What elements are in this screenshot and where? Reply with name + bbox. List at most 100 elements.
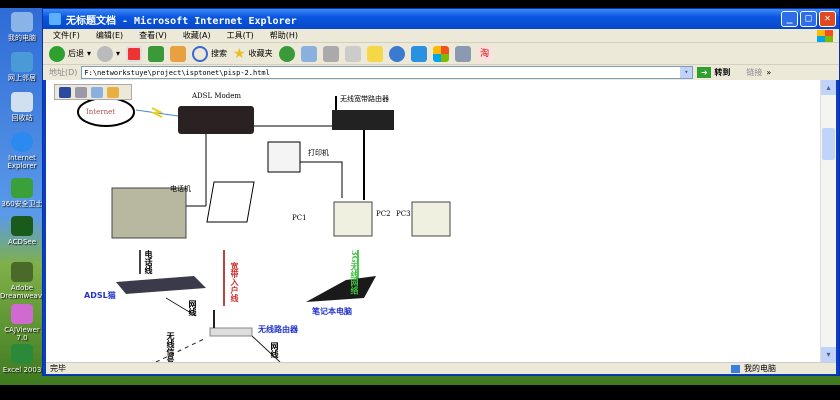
phone-image — [111, 187, 187, 239]
desktop-icon-cajviewer[interactable]: CAJViewer 7.0 — [0, 304, 44, 342]
menu-view[interactable]: 查看(V) — [139, 31, 167, 40]
laptop-label: 笔记本电脑 — [312, 307, 352, 316]
forward-button[interactable]: ▾ — [97, 45, 120, 62]
chevron-down-icon[interactable]: ▾ — [680, 67, 693, 78]
research-icon[interactable] — [454, 45, 471, 62]
wireless-router-image — [209, 327, 253, 337]
address-value: F:\networkstuye\project\isptonet\pisp-2.… — [84, 68, 270, 77]
back-button[interactable]: 后退 ▾ — [49, 45, 91, 62]
signal-label: 无线信号 — [166, 332, 176, 362]
close-button[interactable]: ✕ — [819, 11, 836, 27]
computer-icon — [731, 364, 740, 373]
phone-label: 电话机 — [170, 185, 191, 193]
adsl-cat-image — [116, 276, 206, 294]
printer-image — [267, 141, 301, 173]
laptop-image — [306, 276, 376, 302]
pc1-label: PC1 — [292, 214, 307, 222]
scroll-up-icon[interactable]: ▴ — [821, 80, 836, 95]
search-button[interactable]: 搜索 — [192, 45, 228, 62]
minimize-button[interactable]: _ — [781, 11, 798, 27]
net-cable-2 — [251, 335, 281, 362]
title-bar[interactable]: 无标题文档 - Microsoft Internet Explorer _ □ … — [43, 9, 839, 29]
internet-label: Internet — [86, 108, 116, 116]
router-label: 无线路由器 — [258, 325, 298, 334]
go-label: 转到 — [714, 68, 731, 77]
folder-icon[interactable] — [107, 86, 119, 98]
lightning-icon — [150, 107, 164, 118]
icon-label: Excel 2003 — [2, 366, 42, 374]
window-title: 无标题文档 - Microsoft Internet Explorer — [66, 15, 297, 27]
wireless-3g-label: 3G无线网络 — [350, 250, 360, 295]
search-icon — [192, 45, 209, 62]
scroll-thumb[interactable] — [822, 128, 835, 160]
net-cable-1-label: 网线 — [188, 300, 198, 316]
vertical-scrollbar[interactable]: ▴ ▾ — [820, 80, 836, 362]
net-cable-1 — [165, 297, 197, 317]
menu-file[interactable]: 文件(F) — [53, 31, 80, 40]
menu-bar: 文件(F) 编辑(E) 查看(V) 收藏(A) 工具(T) 帮助(H) — [43, 29, 839, 43]
windows-logo-icon — [817, 29, 833, 42]
icon-label: ACDSee — [8, 238, 36, 246]
windows-icon[interactable] — [432, 45, 449, 62]
pc2-image — [333, 201, 373, 237]
back-arrow-icon — [49, 45, 65, 62]
status-text: 完毕 — [50, 364, 66, 373]
favorites-button[interactable]: ★收藏夹 — [233, 46, 273, 62]
desktop-icon-excel[interactable]: Excel 2003 — [0, 344, 44, 374]
mail-icon[interactable] — [91, 86, 103, 98]
desktop-icon-network[interactable]: 网上邻居 — [0, 52, 44, 82]
adsl-modem-image — [178, 106, 254, 134]
phone-line-label: 电话线 — [144, 250, 154, 274]
note-icon[interactable] — [366, 45, 383, 62]
mail-icon[interactable] — [300, 45, 317, 62]
security-zone: 我的电脑 — [731, 363, 776, 374]
search-label: 搜索 — [211, 49, 228, 58]
adsl-cat-label: ADSL猫 — [84, 291, 116, 300]
image-toolbar — [54, 84, 132, 100]
desktop-icon-360[interactable]: 360安全卫士 — [0, 178, 44, 208]
refresh-icon[interactable] — [148, 45, 165, 62]
icon-label: Adobe Dreamweaver — [0, 284, 50, 300]
address-input[interactable]: F:\networkstuye\project\isptonet\pisp-2.… — [81, 66, 694, 79]
ie-icon — [49, 13, 61, 25]
messenger-icon[interactable] — [388, 45, 405, 62]
menu-edit[interactable]: 编辑(E) — [95, 31, 124, 40]
desktop-icon-my-computer[interactable]: 我的电脑 — [0, 12, 44, 42]
status-bar: 完毕 我的电脑 — [46, 362, 836, 374]
stop-icon[interactable] — [126, 45, 143, 62]
save-icon[interactable] — [59, 86, 71, 98]
scroll-down-icon[interactable]: ▾ — [821, 347, 836, 362]
pc3-image — [411, 201, 451, 237]
printer-label: 打印机 — [308, 149, 329, 157]
go-button[interactable]: ➜转到 — [697, 67, 730, 78]
bookmark-icon[interactable] — [410, 45, 427, 62]
back-label: 后退 — [68, 49, 84, 58]
toolbar: 后退 ▾ ▾ 搜索 ★收藏夹 淘 — [43, 43, 839, 65]
print-icon[interactable] — [322, 45, 339, 62]
icon-label: Internet Explorer — [7, 154, 37, 170]
history-icon[interactable] — [278, 45, 295, 62]
taobao-icon[interactable]: 淘 — [476, 45, 493, 62]
network-diagram — [77, 96, 451, 362]
desktop-icon-recycle-bin[interactable]: 回收站 — [0, 92, 44, 122]
menu-tools[interactable]: 工具(T) — [226, 31, 254, 40]
icon-label: CAJViewer 7.0 — [4, 326, 40, 342]
links-button[interactable]: 链接 — [746, 68, 763, 77]
desktop-icon-dreamweaver[interactable]: Adobe Dreamweaver — [0, 262, 49, 300]
menu-favorites[interactable]: 收藏(A) — [182, 31, 211, 40]
home-icon[interactable] — [170, 45, 187, 62]
menu-help[interactable]: 帮助(H) — [269, 31, 298, 40]
favorites-label: 收藏夹 — [248, 49, 273, 58]
print-icon[interactable] — [75, 86, 87, 98]
net-cable-2-label: 网线 — [270, 342, 280, 358]
address-label: 地址(D) — [49, 68, 78, 77]
page-content: Internet ADSL Modem 无线宽带路由器 打印机 电话机 PC1 … — [46, 80, 820, 362]
desktop-icon-acdsee[interactable]: ACDSee — [0, 216, 44, 246]
modem-label: ADSL Modem — [192, 92, 241, 100]
edit-icon[interactable] — [344, 45, 361, 62]
icon-label: 回收站 — [11, 114, 33, 122]
maximize-button[interactable]: □ — [800, 11, 817, 27]
links-more[interactable]: » — [766, 68, 772, 77]
icon-label: 网上邻居 — [8, 74, 36, 82]
desktop-icon-ie[interactable]: Internet Explorer — [0, 132, 44, 170]
